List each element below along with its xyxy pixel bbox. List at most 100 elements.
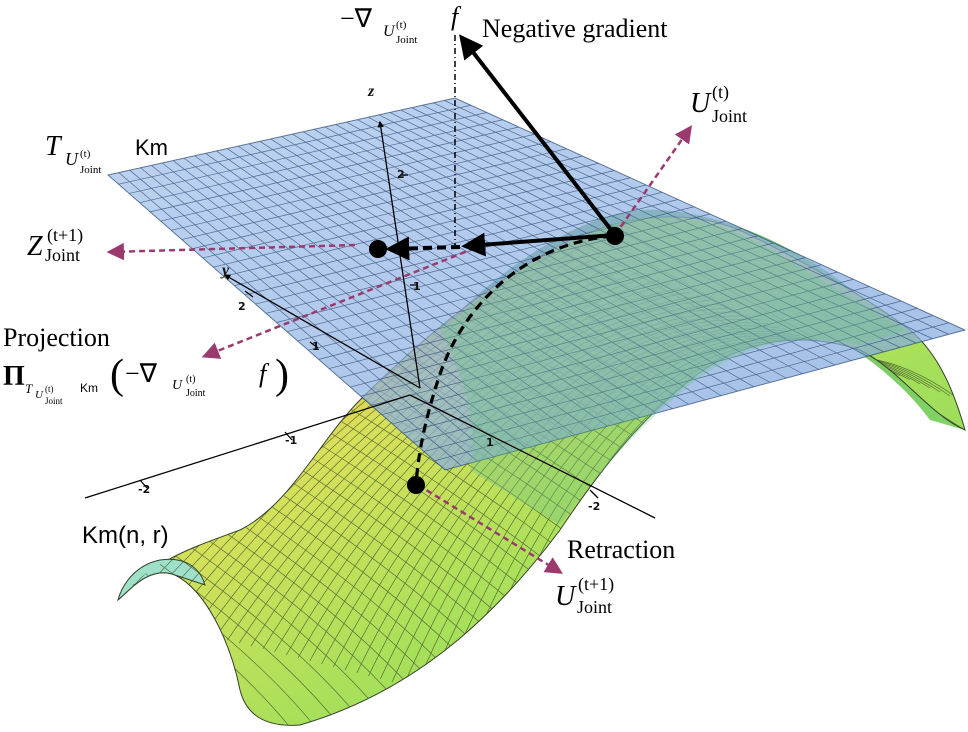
plane-grid-line [423, 315, 934, 452]
svg-text:(t): (t) [186, 374, 195, 385]
plane-grid-line [292, 133, 722, 396]
svg-text:(t): (t) [45, 384, 54, 394]
svg-text:(t): (t) [712, 82, 729, 103]
svg-text:Joint: Joint [577, 597, 612, 617]
svg-text:U: U [383, 23, 396, 40]
svg-text:Km: Km [135, 135, 168, 160]
svg-text:f: f [259, 359, 270, 388]
plane-grid-line [339, 257, 806, 379]
plane-grid-line [444, 100, 949, 335]
plane-grid-line [335, 124, 787, 379]
projection-direction-arrow [201, 246, 476, 359]
svg-text:T: T [25, 381, 33, 396]
plane-grid-line [411, 107, 901, 348]
plane-grid-line [392, 293, 886, 425]
svg-text:Joint: Joint [45, 396, 63, 406]
plane-grid-line [350, 264, 822, 388]
plane-grid-line [400, 109, 884, 353]
plane-grid-line [329, 249, 790, 369]
neg-gradient-symbol-label: −∇ U (t) Joint f [340, 2, 462, 46]
plane-grid-line [286, 220, 727, 333]
tick-z-1: 1 [413, 280, 421, 293]
plane-grid-line [422, 104, 917, 344]
svg-text:U: U [690, 88, 712, 119]
surface-grid-line [126, 540, 339, 724]
svg-text:Joint: Joint [45, 245, 80, 265]
point-z-joint-t1 [369, 240, 387, 258]
u-joint-direction-arrow [613, 125, 693, 236]
svg-text:U: U [555, 581, 577, 612]
plane-grid-line [413, 307, 918, 443]
plane-grid-line [297, 228, 742, 342]
projected-gradient-dashed-arrow [385, 236, 461, 261]
plane-grid-line [360, 271, 838, 397]
point-u-joint-t [606, 227, 624, 245]
manifold-label: Km(n, r) [82, 522, 169, 549]
gradient-arrows [385, 34, 617, 486]
plane-grid-line [434, 322, 950, 462]
plane-grid-line [371, 278, 854, 406]
plane-grid-line [433, 102, 933, 340]
projection-label: Projection [3, 323, 110, 352]
tick-y-1: 1 [312, 340, 320, 353]
plane-grid-line [402, 300, 902, 434]
tick-y-neg2: -2 [588, 500, 600, 513]
retraction-curve [414, 234, 613, 486]
svg-text:−∇: −∇ [125, 359, 158, 388]
x-axis-continued [409, 394, 656, 519]
plane-grid-line [276, 213, 711, 323]
z-joint-direction-arrow [106, 242, 356, 261]
z-axis-label: z [367, 83, 375, 100]
tick-y-1b: 1 [486, 436, 494, 449]
svg-text:U: U [65, 149, 79, 169]
surface-grid-line [139, 530, 357, 716]
svg-text:f: f [451, 2, 462, 31]
tangent-space-label: T U (t) Joint Km [45, 131, 168, 176]
svg-text:(t): (t) [80, 148, 91, 160]
plane-grid-line [368, 116, 836, 366]
tick-x-neg1: -1 [285, 434, 297, 447]
coordinate-axes [84, 120, 656, 519]
negative-gradient-arrow [459, 34, 617, 237]
svg-text:Joint: Joint [712, 106, 747, 126]
manifold-ridge-overlay [440, 217, 905, 525]
svg-text:Π: Π [3, 361, 25, 392]
svg-text:Joint: Joint [186, 388, 206, 399]
u-joint-next-label: U (t+1) Joint [555, 574, 614, 617]
svg-text:Km(n, r): Km(n, r) [82, 522, 169, 549]
plane-grid-line [389, 112, 868, 357]
purple-arrows [106, 125, 693, 574]
surface-grid-line [118, 549, 320, 726]
svg-text:−∇: −∇ [340, 4, 373, 33]
tangent-plane-mesh [108, 98, 965, 470]
x-axis [84, 394, 411, 499]
svg-text:Z: Z [27, 231, 43, 262]
svg-text:Joint: Joint [80, 164, 101, 176]
retraction-label: Retraction [567, 535, 675, 564]
plane-grid-line [303, 131, 738, 392]
projected-gradient-arrow [461, 232, 616, 257]
negative-gradient-label: Negative gradient [482, 14, 668, 43]
svg-text:(t+1): (t+1) [578, 574, 614, 595]
tick-z-2: 2 [397, 168, 405, 181]
svg-text:Joint: Joint [396, 34, 417, 46]
svg-text:): ) [275, 352, 289, 398]
tick-y-2: 2 [238, 300, 246, 313]
svg-text:Km: Km [80, 381, 98, 395]
plane-grid-line [318, 242, 774, 360]
svg-text:(t): (t) [396, 19, 407, 31]
plane-grid-line [346, 121, 803, 375]
tick-x-neg2: -2 [138, 483, 150, 496]
point-u-joint-t1 [407, 476, 425, 494]
y-axis [223, 274, 421, 389]
plane-grid-line [357, 119, 819, 370]
u-joint-label: U (t) Joint [690, 82, 747, 126]
retraction-direction-arrow [417, 483, 563, 574]
plane-grid-line [381, 286, 870, 416]
plane-grid-line [308, 235, 758, 351]
svg-text:(t+1): (t+1) [47, 225, 83, 246]
y-axis-label: y [220, 262, 230, 279]
svg-text:T: T [45, 131, 63, 162]
svg-text:(: ( [110, 352, 124, 398]
